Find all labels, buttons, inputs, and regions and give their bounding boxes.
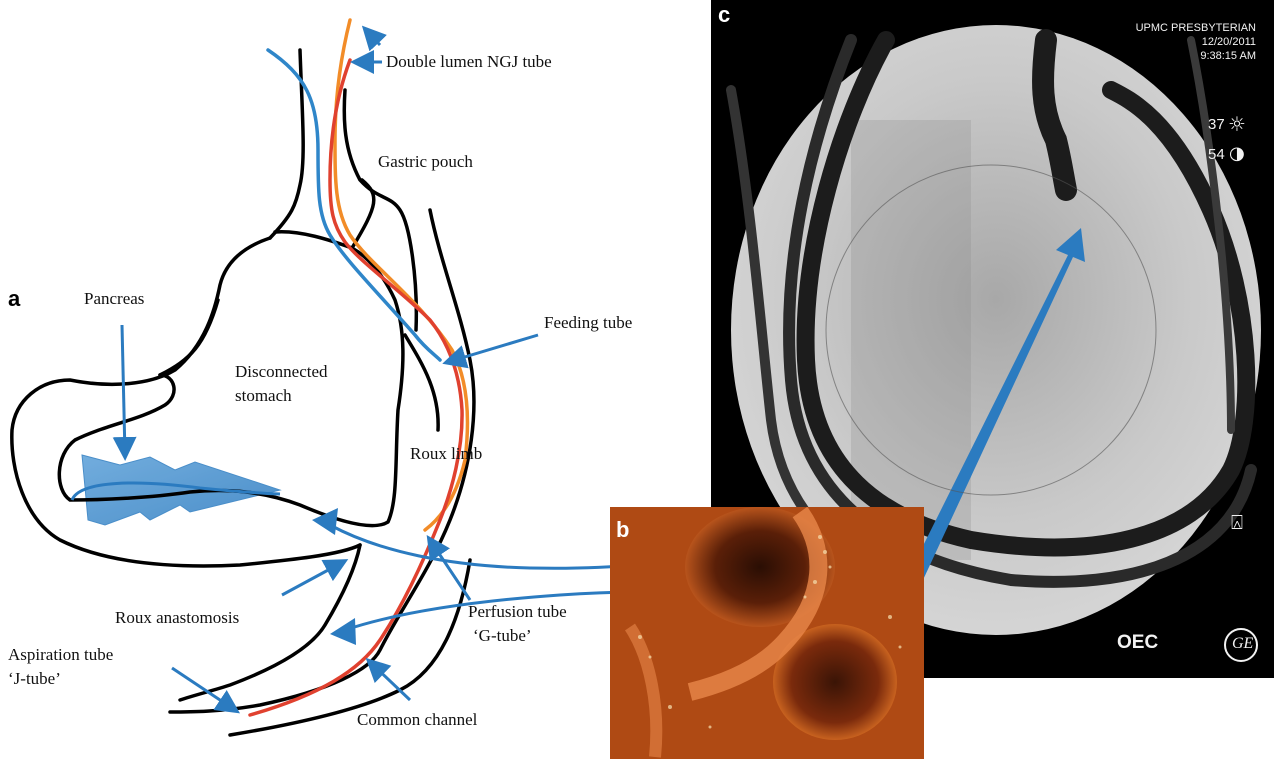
arrow-perfusion	[430, 540, 470, 600]
arrow-double-lumen-2	[366, 30, 380, 45]
orientation-icon: ⍓	[1231, 510, 1243, 534]
label-gastric-pouch: Gastric pouch	[378, 152, 473, 172]
label-j-tube: ‘J-tube’	[8, 669, 61, 689]
label-pancreas: Pancreas	[84, 289, 144, 309]
pancreas-shape	[82, 455, 280, 525]
contrast-value: 54	[1208, 147, 1225, 163]
panel-letter-a: a	[8, 287, 20, 311]
label-aspiration-tube: Aspiration tube	[8, 645, 113, 665]
label-roux-limb: Roux limb	[410, 444, 482, 464]
label-disconnected: Disconnected	[235, 362, 328, 382]
ge-logo-text: GE	[1232, 635, 1253, 653]
label-double-lumen: Double lumen NGJ tube	[386, 52, 552, 72]
brightness-value: 37	[1208, 117, 1225, 133]
xray-hospital: UPMC PRESBYTERIAN	[1136, 22, 1256, 35]
label-g-tube: ‘G-tube’	[473, 626, 532, 646]
label-roux-anastomosis: Roux anastomosis	[115, 608, 239, 628]
xray-time: 9:38:15 AM	[1200, 50, 1256, 63]
arrow-aspiration	[172, 668, 235, 710]
contrast-icon: ◑	[1229, 143, 1245, 164]
arrow-roux-anastomosis	[282, 562, 343, 595]
label-common-channel: Common channel	[357, 710, 477, 730]
oec-brand: OEC	[1117, 632, 1158, 654]
panel-letter-b: b	[616, 518, 629, 542]
xray-date: 12/20/2011	[1202, 36, 1256, 49]
label-perfusion-tube: Perfusion tube	[468, 602, 567, 622]
sun-icon: ☼	[1228, 112, 1246, 136]
endoscopy-panel	[610, 507, 924, 759]
arrow-feeding-tube	[448, 335, 538, 362]
arrow-pancreas	[122, 325, 125, 455]
panel-letter-c: c	[718, 3, 730, 27]
label-feeding-tube: Feeding tube	[544, 313, 632, 333]
label-stomach: stomach	[235, 386, 292, 406]
ge-logo-icon: GE	[1224, 628, 1258, 662]
curved-arrow-head-2	[330, 618, 356, 645]
endoscopy-image	[610, 507, 924, 759]
